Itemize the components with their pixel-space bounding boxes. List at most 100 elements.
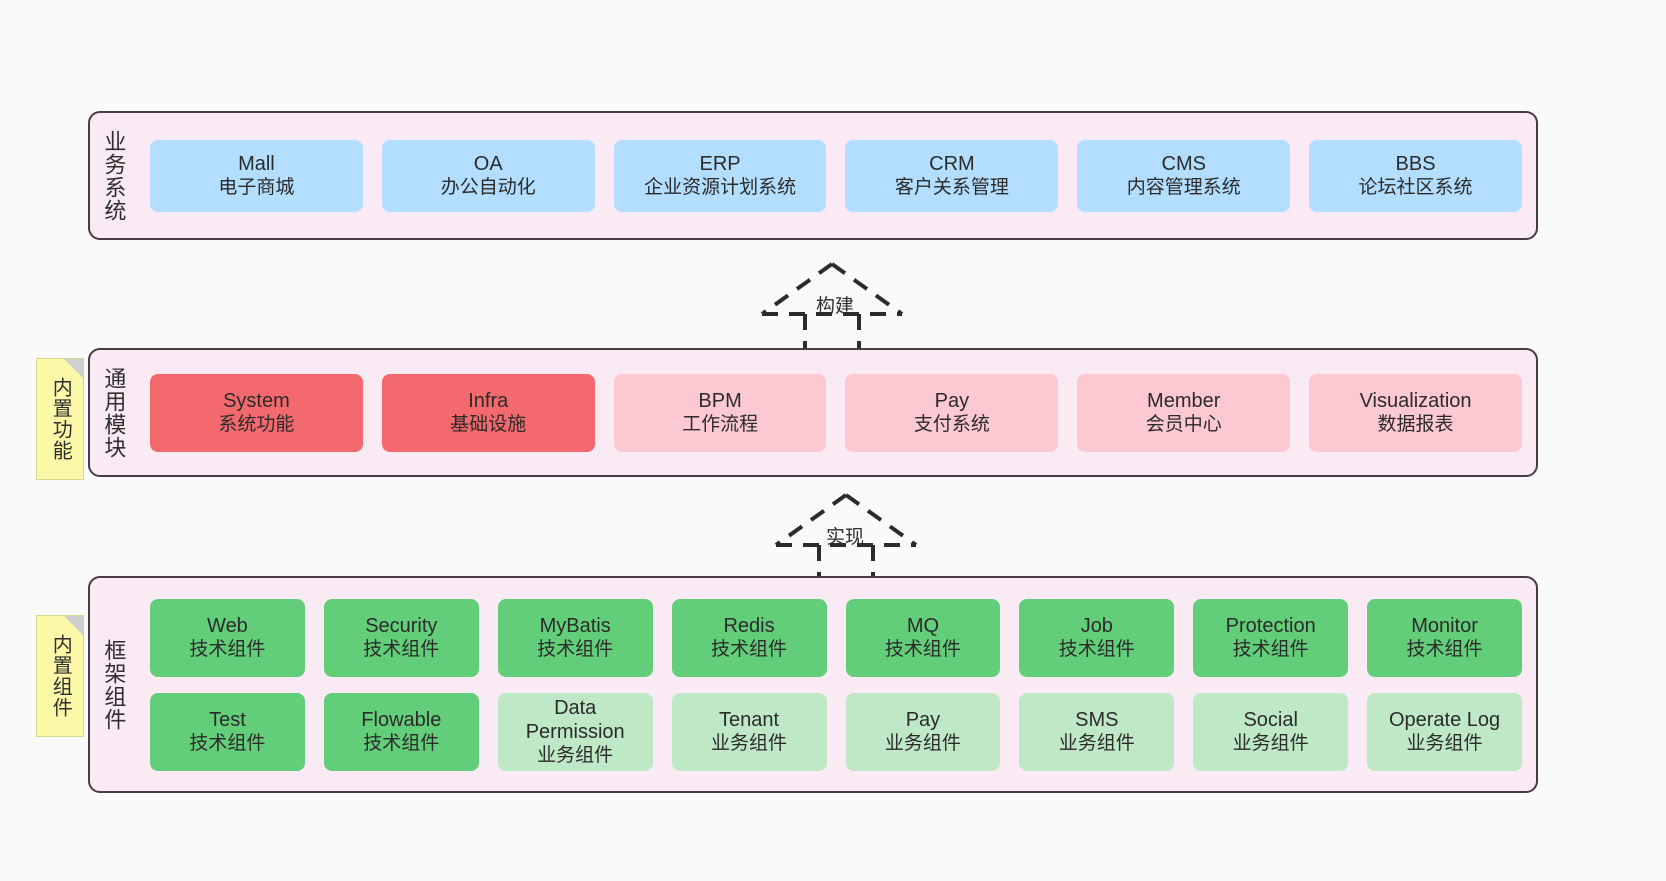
- card-redis[interactable]: Redis 技术组件: [671, 598, 827, 677]
- card-title: Pay: [905, 708, 941, 731]
- card-title: SMS: [1075, 708, 1119, 731]
- card-title: CRM: [929, 152, 975, 175]
- card-subtitle: 企业资源计划系统: [644, 177, 797, 199]
- card-bpm[interactable]: BPM 工作流程: [613, 373, 827, 452]
- card-title: Protection: [1225, 614, 1316, 637]
- card-title: MQ: [906, 614, 940, 637]
- layer-body-business-systems: Mall 电子商城 OA 办公自动化 ERP 企业资源计划系统 CRM 客户关系…: [136, 113, 1536, 238]
- card-subtitle: 业务组件: [1058, 733, 1135, 755]
- card-system[interactable]: System 系统功能: [150, 373, 363, 452]
- card-title: Flowable: [361, 708, 442, 731]
- card-subtitle: 技术组件: [1058, 639, 1135, 661]
- card-subtitle: 技术组件: [189, 733, 266, 755]
- card-flowable[interactable]: Flowable 技术组件: [323, 692, 479, 771]
- note-builtin-component: 内置组件: [36, 615, 84, 737]
- layer-common-modules: 通用模块 System 系统功能 Infra 基础设施 BPM 工作流程 Pay…: [88, 348, 1538, 477]
- card-subtitle: 技术组件: [363, 733, 440, 755]
- card-title: Infra: [468, 389, 509, 412]
- card-title: Security: [365, 614, 438, 637]
- card-title: Monitor: [1411, 614, 1478, 637]
- card-bbs[interactable]: BBS 论坛社区系统: [1309, 139, 1522, 212]
- card-subtitle: 工作流程: [682, 414, 759, 436]
- card-data-permission[interactable]: Data Permission 业务组件: [497, 692, 653, 771]
- card-social[interactable]: Social 业务组件: [1193, 692, 1349, 771]
- card-subtitle: 客户关系管理: [894, 177, 1009, 199]
- card-security[interactable]: Security 技术组件: [323, 598, 479, 677]
- card-subtitle: 技术组件: [1232, 639, 1309, 661]
- card-title: Job: [1080, 614, 1113, 637]
- card-title: System: [223, 389, 290, 412]
- card-monitor[interactable]: Monitor 技术组件: [1367, 598, 1522, 677]
- card-visualization[interactable]: Visualization 数据报表: [1309, 373, 1522, 452]
- card-title: Social: [1243, 708, 1298, 731]
- card-cms[interactable]: CMS 内容管理系统: [1077, 139, 1291, 212]
- card-subtitle: 基础设施: [450, 414, 527, 436]
- card-subtitle: 业务组件: [884, 733, 961, 755]
- card-operate-log[interactable]: Operate Log 业务组件: [1367, 692, 1522, 771]
- note-label: 内置组件: [49, 634, 72, 718]
- layer-title-framework-components: 框架组件: [101, 638, 127, 731]
- card-title: Member: [1147, 389, 1221, 412]
- card-title: CMS: [1161, 152, 1206, 175]
- note-label: 内置功能: [49, 377, 72, 461]
- card-title: Data Permission: [525, 696, 625, 743]
- card-row: Mall 电子商城 OA 办公自动化 ERP 企业资源计划系统 CRM 客户关系…: [150, 139, 1522, 212]
- card-pay[interactable]: Pay 支付系统: [845, 373, 1059, 452]
- connector-label-implement: 实现: [826, 527, 865, 548]
- layer-body-framework-components: Web 技术组件 Security 技术组件 MyBatis 技术组件 Redi…: [136, 578, 1536, 791]
- card-subtitle: 技术组件: [363, 639, 440, 661]
- card-mybatis[interactable]: MyBatis 技术组件: [497, 598, 653, 677]
- connector-label-build: 构建: [816, 296, 855, 317]
- card-mall[interactable]: Mall 电子商城: [150, 139, 363, 212]
- card-member[interactable]: Member 会员中心: [1077, 373, 1291, 452]
- card-sms[interactable]: SMS 业务组件: [1019, 692, 1175, 771]
- layer-framework-components: 框架组件 Web 技术组件 Security 技术组件 MyBatis 技术组件…: [88, 576, 1538, 793]
- card-mq[interactable]: MQ 技术组件: [845, 598, 1001, 677]
- card-subtitle: 系统功能: [218, 414, 295, 436]
- card-web[interactable]: Web 技术组件: [150, 598, 305, 677]
- card-subtitle: 论坛社区系统: [1358, 177, 1473, 199]
- card-subtitle: 电子商城: [218, 177, 295, 199]
- card-subtitle: 办公自动化: [440, 177, 536, 199]
- card-subtitle: 业务组件: [1232, 733, 1309, 755]
- card-subtitle: 业务组件: [711, 733, 788, 755]
- card-subtitle: 技术组件: [1406, 639, 1483, 661]
- card-subtitle: 技术组件: [884, 639, 961, 661]
- card-row: Test 技术组件 Flowable 技术组件 Data Permission …: [150, 692, 1522, 771]
- card-oa[interactable]: OA 办公自动化: [381, 139, 595, 212]
- card-subtitle: 技术组件: [711, 639, 788, 661]
- card-row: System 系统功能 Infra 基础设施 BPM 工作流程 Pay 支付系统…: [150, 373, 1522, 452]
- card-title: Web: [207, 614, 248, 637]
- card-title: Pay: [934, 389, 970, 412]
- card-title: MyBatis: [539, 614, 611, 637]
- card-title: OA: [473, 152, 503, 175]
- card-crm[interactable]: CRM 客户关系管理: [845, 139, 1059, 212]
- layer-title-common-modules: 通用模块: [101, 366, 127, 459]
- card-subtitle: 内容管理系统: [1126, 177, 1241, 199]
- card-title: Tenant: [719, 708, 780, 731]
- card-tenant[interactable]: Tenant 业务组件: [671, 692, 827, 771]
- card-title: Operate Log: [1388, 708, 1501, 731]
- card-title: BBS: [1395, 152, 1436, 175]
- card-title: Test: [209, 708, 246, 731]
- card-infra[interactable]: Infra 基础设施: [381, 373, 595, 452]
- card-test[interactable]: Test 技术组件: [150, 692, 305, 771]
- layer-title-business-systems: 业务系统: [101, 129, 127, 222]
- card-title: Mall: [238, 152, 275, 175]
- card-job[interactable]: Job 技术组件: [1019, 598, 1175, 677]
- card-subtitle: 业务组件: [1406, 733, 1483, 755]
- card-title: BPM: [698, 389, 742, 412]
- card-subtitle: 业务组件: [537, 745, 614, 767]
- note-builtin-function: 内置功能: [36, 358, 84, 480]
- card-title: Redis: [723, 614, 775, 637]
- card-subtitle: 支付系统: [913, 414, 990, 436]
- card-subtitle: 数据报表: [1377, 414, 1454, 436]
- card-pay-business[interactable]: Pay 业务组件: [845, 692, 1001, 771]
- card-protection[interactable]: Protection 技术组件: [1193, 598, 1349, 677]
- layer-body-common-modules: System 系统功能 Infra 基础设施 BPM 工作流程 Pay 支付系统…: [136, 350, 1536, 475]
- card-row: Web 技术组件 Security 技术组件 MyBatis 技术组件 Redi…: [150, 598, 1522, 677]
- card-erp[interactable]: ERP 企业资源计划系统: [613, 139, 827, 212]
- layer-business-systems: 业务系统 Mall 电子商城 OA 办公自动化 ERP 企业资源计划系统 CRM…: [88, 111, 1538, 240]
- card-title: ERP: [699, 152, 741, 175]
